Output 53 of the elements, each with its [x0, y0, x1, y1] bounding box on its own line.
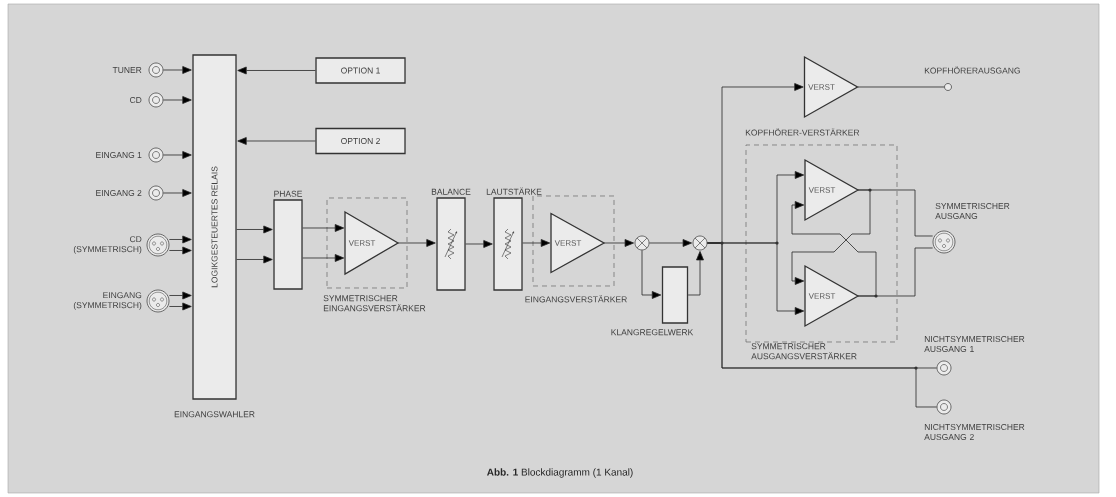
signal-arrow: [236, 225, 273, 234]
connector-line: [857, 189, 934, 237]
block-label: EINGANGSVERSTÄRKER: [525, 295, 627, 303]
socket-label: NICHTSYMMETRISCHER AUSGANG 2: [924, 424, 1025, 440]
signal-arrow: [168, 235, 192, 244]
signal-arrow: [162, 66, 192, 74]
socket-label: EINGANG (SYMMETRISCH): [73, 292, 142, 310]
socket-label: SYMMETRISCHER AUSGANG: [935, 203, 1010, 219]
socket-label: EINGANG 1: [96, 152, 142, 158]
signal-arrow: [236, 255, 273, 264]
block-label: KOPFHÖRER-VERSTÄRKER: [745, 128, 860, 136]
block-label: SYMMETRISCHER EINGANGSVERSTÄRKER: [323, 295, 426, 312]
option-box: OPTION 2: [315, 127, 406, 155]
signal-arrow: [641, 249, 662, 299]
signal-arrow: [168, 246, 192, 255]
connector-line: [706, 242, 938, 408]
mixer-symbol: [692, 235, 708, 251]
block-label: PHASE: [274, 190, 303, 197]
figure-caption: Abb. 1 Blockdiagramm (1 Kanal): [487, 468, 633, 478]
signal-arrow: [397, 239, 436, 247]
signal-arrow: [687, 251, 704, 296]
signal-arrow: [791, 189, 871, 285]
socket-label: TUNER: [112, 67, 142, 73]
block-label: EINGANGSWAHLER: [174, 411, 255, 418]
mixer-symbol: [634, 235, 650, 251]
block-label: BALANCE: [431, 188, 471, 195]
block-label: LAUTSTÄRKE: [486, 187, 542, 195]
amplifier-triangle: VERST: [550, 212, 606, 274]
signal-arrow: [237, 137, 316, 145]
signal-arrow: [302, 254, 345, 262]
signal-arrow: [522, 239, 551, 247]
block-label: KLANGREGELWERK: [611, 329, 694, 336]
signal-arrow: [648, 239, 692, 247]
signal-arrow: [791, 201, 877, 297]
connector-line: [857, 247, 934, 297]
signal-arrow: [237, 66, 316, 75]
signal-arrow: [302, 224, 345, 232]
socket-label: KOPFHÖRERAUSGANG: [924, 66, 1020, 74]
relay-block: LOGIKGESTEUERTES RELAIS: [192, 54, 237, 400]
option-box: OPTION 1: [315, 57, 406, 84]
signal-arrow: [168, 302, 192, 311]
signal-arrow: [465, 240, 493, 248]
signal-arrow: [162, 151, 192, 159]
signal-arrow: [168, 291, 192, 300]
signal-arrow: [603, 239, 634, 247]
connector-line: [857, 86, 945, 88]
block-label: SYMMETRISCHER AUSGANGSVERSTÄRKER: [751, 343, 857, 360]
socket-label: NICHTSYMMETRISCHER AUSGANG 1: [924, 336, 1025, 352]
signal-arrow: [162, 189, 192, 197]
socket-label: CD: [130, 97, 142, 103]
socket-label: EINGANG 2: [96, 190, 142, 196]
signal-arrow: [162, 96, 192, 104]
socket-label: CD (SYMMETRISCH): [73, 236, 142, 254]
